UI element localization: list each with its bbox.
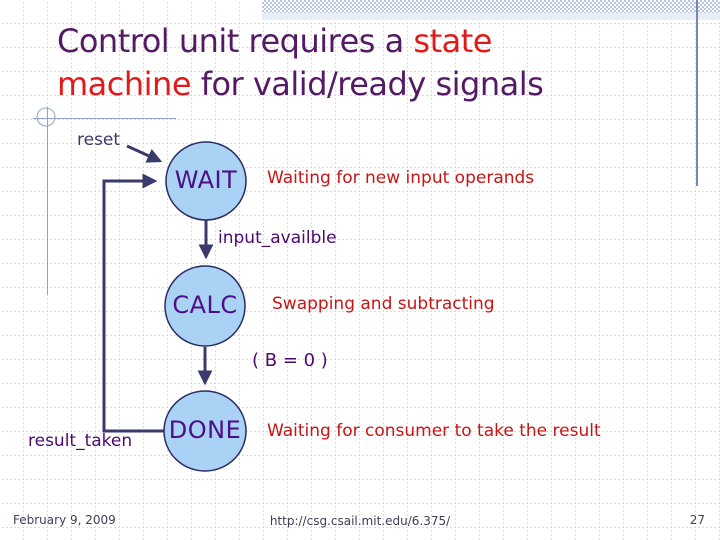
state-note-done: Waiting for consumer to take the result: [267, 421, 601, 441]
title-highlight-2: machine: [57, 65, 192, 103]
footer-date: February 9, 2009: [13, 513, 116, 527]
transition-label-result-taken: result_taken: [28, 431, 133, 451]
state-node-calc: [164, 265, 246, 347]
title-line-1: Control unit requires a state: [57, 20, 677, 63]
state-label-calc: CALC: [172, 291, 238, 319]
top-checker-band-shadow: [262, 13, 720, 20]
top-checker-band: [262, 0, 720, 13]
title-text-1: Control unit requires a: [57, 22, 414, 60]
title-highlight-1: state: [413, 22, 492, 60]
slide-footer: February 9, 2009 http://csg.csail.mit.ed…: [0, 513, 720, 535]
state-label-wait: WAIT: [174, 166, 238, 194]
state-node-done: [163, 390, 247, 472]
decor-circle: [36, 107, 56, 127]
slide-title: Control unit requires a state machine fo…: [57, 20, 677, 106]
right-accent-line: [696, 0, 698, 186]
state-note-calc: Swapping and subtracting: [272, 294, 495, 314]
state-label-done: DONE: [168, 416, 242, 444]
transition-label-reset: reset: [77, 130, 121, 150]
title-text-2: for valid/ready signals: [191, 65, 544, 103]
state-note-wait: Waiting for new input operands: [267, 168, 535, 188]
footer-url: http://csg.csail.mit.edu/6.375/: [269, 514, 451, 528]
decorative-crosshair: [33, 107, 176, 295]
edge-reset-arrow: [126, 144, 163, 163]
transition-label-input-availble: input_availble: [218, 228, 337, 248]
transition-label-b-equals-0: ( B = 0 ): [252, 350, 328, 371]
title-line-2: machine for valid/ready signals: [57, 63, 677, 106]
edge-done-to-wait: [102, 173, 164, 433]
footer-page-number: 27: [689, 513, 705, 527]
state-node-wait: [165, 141, 247, 221]
